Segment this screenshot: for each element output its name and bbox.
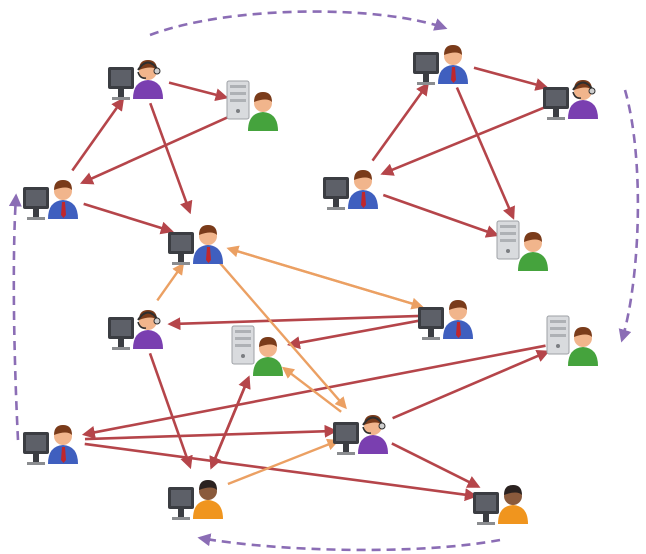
user-computer-icon [413, 45, 468, 85]
support-agent-icon [543, 80, 598, 120]
support-agent-icon [108, 310, 163, 350]
red-link-arrow [167, 314, 421, 331]
server-user-icon [231, 325, 283, 376]
red-link-arrow [168, 81, 229, 102]
orange-link-arrow [156, 262, 185, 302]
user-computer-icon [418, 300, 473, 340]
red-link-arrow [392, 349, 550, 420]
red-link-arrow [391, 442, 481, 488]
nodes-layer [23, 45, 598, 525]
edges-layer [8, 10, 640, 552]
user-computer-icon [23, 425, 78, 465]
orange-link-arrow [227, 438, 340, 486]
user-computer-icon [323, 170, 378, 210]
dashed-link-arrow [618, 89, 640, 343]
user-computer-icon [23, 180, 78, 220]
red-link-arrow [71, 97, 125, 172]
red-link-arrow [210, 375, 251, 468]
red-link-arrow [84, 442, 478, 502]
red-link-arrow [473, 66, 549, 91]
red-link-arrow [380, 105, 548, 176]
dashed-link-arrow [149, 10, 448, 37]
dashed-link-arrow [197, 533, 501, 552]
red-link-arrow [455, 87, 515, 220]
red-link-arrow [83, 202, 174, 235]
user-computer-icon [168, 225, 223, 265]
red-link-arrow [382, 193, 500, 238]
dashed-link-arrow [8, 193, 22, 441]
red-link-arrow [148, 352, 193, 470]
user-computer-icon [473, 485, 528, 525]
support-agent-icon [333, 415, 388, 455]
red-link-arrow [79, 116, 229, 185]
red-link-arrow [286, 319, 421, 350]
server-user-icon [546, 315, 598, 366]
red-link-arrow [81, 344, 546, 439]
red-link-arrow [371, 82, 429, 162]
orange-link-arrow [281, 366, 342, 413]
server-user-icon [226, 80, 278, 131]
support-agent-icon [108, 60, 163, 100]
red-link-arrow [84, 424, 338, 441]
orange-link-arrow [226, 245, 422, 308]
orange-link-arrow [218, 261, 347, 410]
user-computer-icon [168, 480, 223, 520]
server-user-icon [496, 220, 548, 271]
red-link-arrow [149, 102, 193, 215]
